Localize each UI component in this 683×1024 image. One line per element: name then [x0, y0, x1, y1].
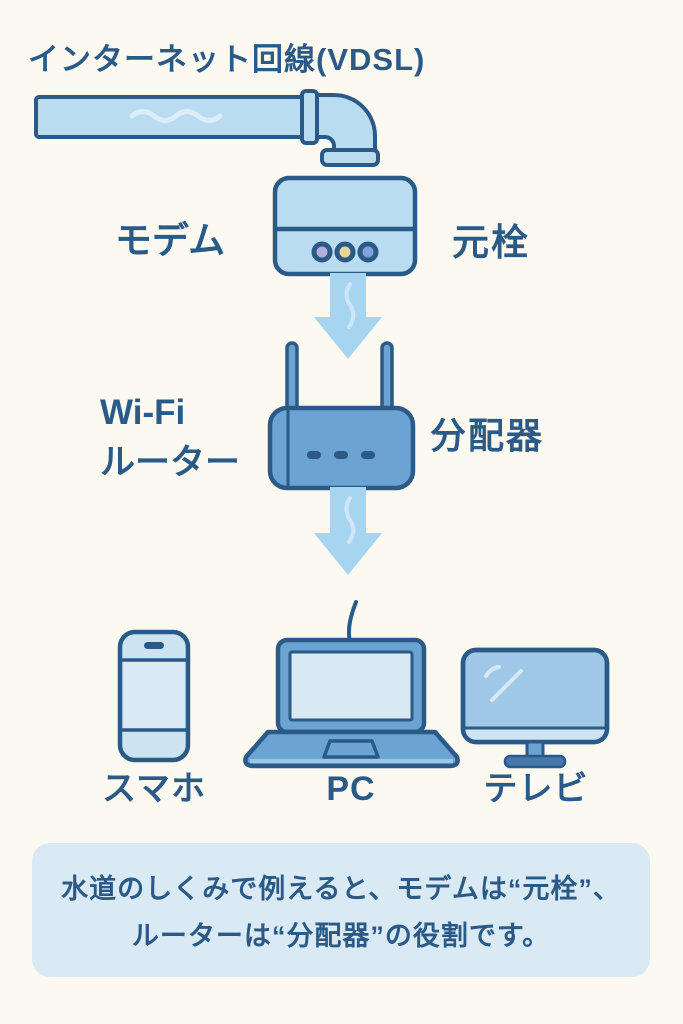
flow-arrow-icon: [314, 487, 382, 575]
splitter-label: 分配器: [430, 415, 545, 456]
caption-line-1: 水道のしくみで例えると、モデムは“元栓”、: [61, 874, 621, 904]
tv-icon: [460, 647, 610, 769]
laptop-icon: [243, 600, 460, 769]
caption-box: 水道のしくみで例えると、モデムは“元栓”、 ルーターは“分配器”の役割です。: [32, 843, 650, 977]
modem-label: モデム: [114, 220, 226, 261]
wifi-router-label-line1: Wi-Fi: [100, 393, 186, 432]
smartphone-label: スマホ: [102, 770, 206, 808]
flow-arrow-icon: [314, 273, 382, 359]
wifi-router-label: Wi-Fi ルーター: [100, 388, 240, 488]
caption-line-2: ルーターは“分配器”の役割です。: [131, 921, 551, 951]
tv-label: テレビ: [483, 770, 589, 808]
water-pipe-icon: [34, 89, 380, 167]
smartphone-icon: [117, 629, 191, 763]
modem-icon: [272, 175, 418, 277]
wifi-router-icon: [267, 341, 416, 491]
main-valve-label: 元栓: [452, 222, 530, 263]
pc-label: PC: [326, 770, 376, 808]
wifi-router-label-line2: ルーター: [100, 443, 241, 482]
page-title: インターネット回線(VDSL): [28, 42, 426, 77]
